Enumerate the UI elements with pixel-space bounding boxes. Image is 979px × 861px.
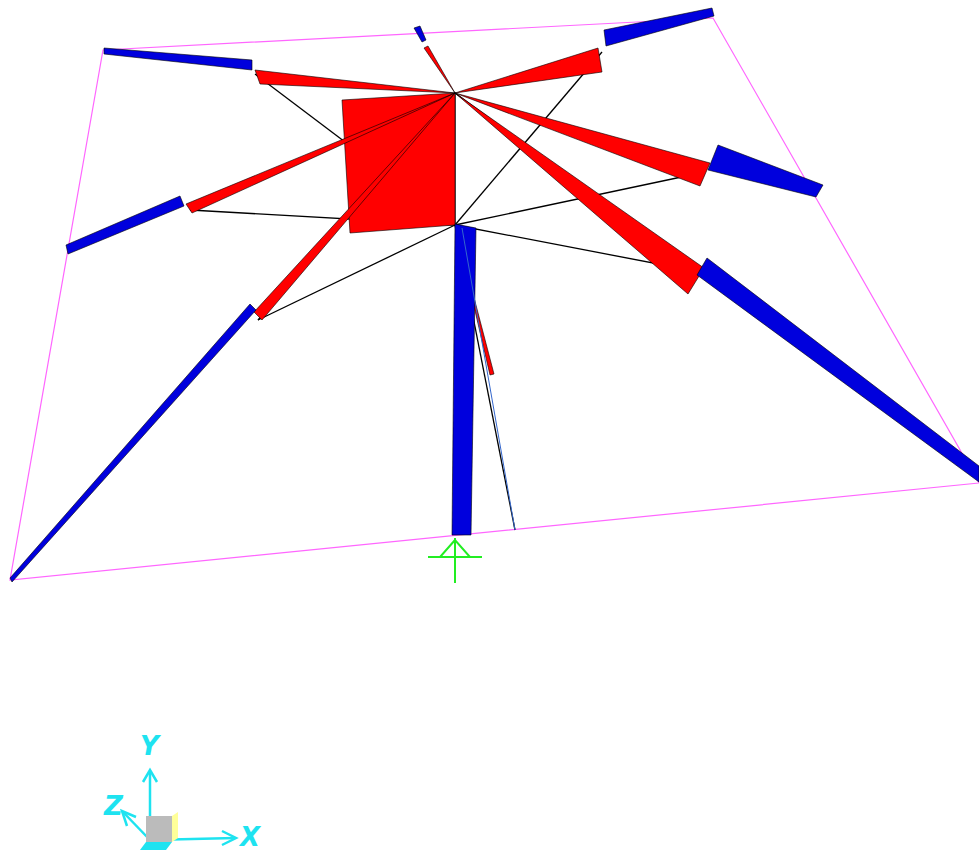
boundary	[10, 18, 979, 580]
axis-arrowhead	[122, 811, 136, 826]
cable	[462, 228, 515, 530]
member-force	[697, 258, 979, 482]
axis-arrowhead	[222, 831, 236, 845]
cable	[258, 225, 455, 320]
member-force	[455, 93, 710, 186]
member-force	[255, 70, 455, 93]
pin-support	[428, 538, 482, 583]
panel-force	[342, 93, 455, 233]
member-force	[455, 48, 602, 93]
view-cube	[140, 812, 178, 850]
member-force	[104, 48, 252, 70]
column-force	[452, 224, 476, 535]
axis-triad	[122, 770, 236, 845]
axis-arrowhead	[143, 770, 157, 782]
cube-face	[146, 816, 172, 842]
cables	[190, 52, 705, 530]
member-force	[186, 93, 455, 213]
cube-face	[140, 842, 172, 850]
member-force	[455, 93, 704, 294]
compression-diagrams	[10, 8, 979, 582]
axis-line	[123, 812, 150, 840]
member-force	[708, 145, 823, 197]
member-force	[604, 8, 714, 46]
axis-label: Y	[140, 733, 159, 759]
member-force	[10, 304, 256, 582]
boundary-outline	[10, 18, 979, 580]
axis-label: Z	[104, 793, 123, 819]
member-force	[424, 46, 455, 93]
member-force	[414, 26, 426, 42]
support-stem	[454, 538, 456, 583]
member-force	[66, 196, 184, 254]
axis-label: X	[240, 824, 260, 850]
member-force	[254, 93, 455, 320]
tension-diagrams	[186, 46, 710, 375]
cube-face	[172, 812, 178, 842]
